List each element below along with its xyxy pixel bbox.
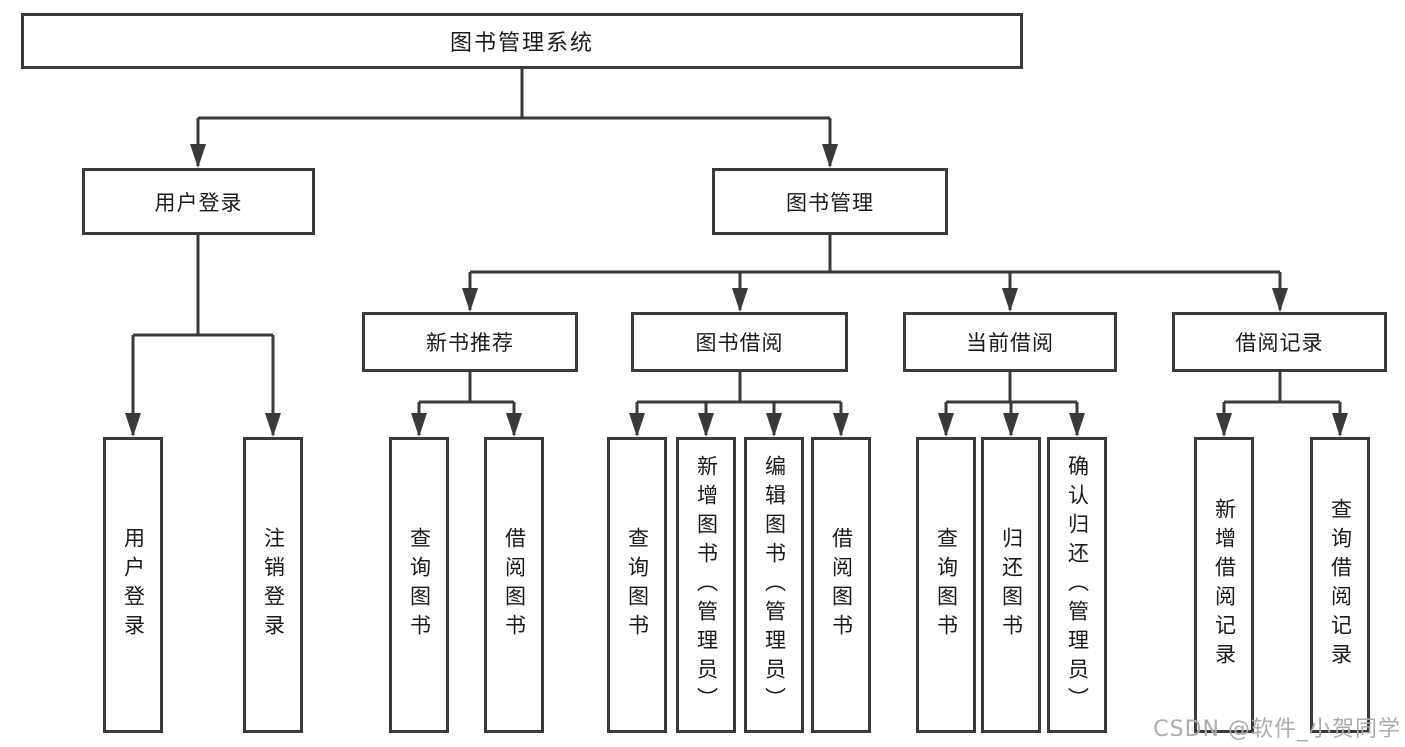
node-label: 新增借阅记录 <box>1212 498 1237 672</box>
arrow-down-icon <box>1272 288 1288 312</box>
node-label: 查询借阅记录 <box>1328 498 1353 672</box>
leaf-query-books-borrow: 查询图书 <box>607 437 667 733</box>
node-label: 图书管理系统 <box>449 31 594 56</box>
arrow-down-icon <box>265 413 281 437</box>
node-label: 注销登录 <box>261 527 286 643</box>
leaf-confirm-return-admin: 确认归还（管理员） <box>1047 437 1107 733</box>
leaf-return-books: 归还图书 <box>981 437 1041 733</box>
node-label: 借阅记录 <box>1235 331 1324 355</box>
leaf-borrow-books-recommend: 借阅图书 <box>484 437 544 733</box>
node-book-borrowing: 图书借阅 <box>631 312 848 372</box>
arrow-down-icon <box>1332 413 1348 437</box>
leaf-logout: 注销登录 <box>243 437 303 733</box>
node-current-borrowing: 当前借阅 <box>903 312 1117 372</box>
arrow-down-icon <box>1216 413 1232 437</box>
arrow-down-icon <box>629 413 645 437</box>
node-new-book-recommendation: 新书推荐 <box>362 312 578 372</box>
node-label: 图书管理 <box>786 190 874 215</box>
node-label: 查询图书 <box>625 527 650 643</box>
node-user-login: 用户登录 <box>82 168 315 235</box>
csdn-watermark: CSDN @软件_小贺同学 <box>1153 717 1401 742</box>
arrow-down-icon <box>506 413 522 437</box>
arrow-down-icon <box>698 413 714 437</box>
leaf-query-borrow-record: 查询借阅记录 <box>1310 437 1370 733</box>
leaf-query-books-recommend: 查询图书 <box>389 437 449 733</box>
node-label: 用户登录 <box>121 527 146 643</box>
arrow-down-icon <box>732 288 748 312</box>
node-library-management-system: 图书管理系统 <box>21 13 1023 69</box>
arrow-down-icon <box>1003 413 1019 437</box>
node-label: 图书借阅 <box>695 331 784 355</box>
arrow-down-icon <box>1002 288 1018 312</box>
node-label: 借阅图书 <box>502 527 527 643</box>
node-label: 确认归还（管理员） <box>1065 454 1090 716</box>
arrow-down-icon <box>462 288 478 312</box>
connector-lines <box>131 69 1342 435</box>
leaf-add-borrow-record: 新增借阅记录 <box>1194 437 1254 733</box>
arrow-down-icon <box>125 413 141 437</box>
arrow-down-icon <box>822 144 838 168</box>
node-label: 编辑图书（管理员） <box>762 454 787 716</box>
node-label: 归还图书 <box>999 527 1024 643</box>
node-label: 查询图书 <box>934 527 959 643</box>
leaf-borrow-books: 借阅图书 <box>811 437 871 733</box>
node-book-management: 图书管理 <box>712 168 948 235</box>
node-label: 新书推荐 <box>426 331 514 355</box>
node-label: 借阅图书 <box>829 527 854 643</box>
leaf-add-books-admin: 新增图书（管理员） <box>676 437 736 733</box>
arrowhead-icons <box>125 144 1348 437</box>
node-label: 查询图书 <box>407 527 432 643</box>
arrow-down-icon <box>938 413 954 437</box>
arrow-down-icon <box>190 144 206 168</box>
arrow-down-icon <box>411 413 427 437</box>
arrow-down-icon <box>1069 413 1085 437</box>
arrow-down-icon <box>833 413 849 437</box>
leaf-user-login: 用户登录 <box>103 437 163 733</box>
node-label: 用户登录 <box>154 190 243 215</box>
arrow-down-icon <box>766 413 782 437</box>
node-label: 新增图书（管理员） <box>694 454 719 716</box>
node-borrowing-records: 借阅记录 <box>1172 312 1387 372</box>
leaf-edit-books-admin: 编辑图书（管理员） <box>744 437 804 733</box>
leaf-query-books-current: 查询图书 <box>916 437 976 733</box>
node-label: 当前借阅 <box>966 331 1054 355</box>
